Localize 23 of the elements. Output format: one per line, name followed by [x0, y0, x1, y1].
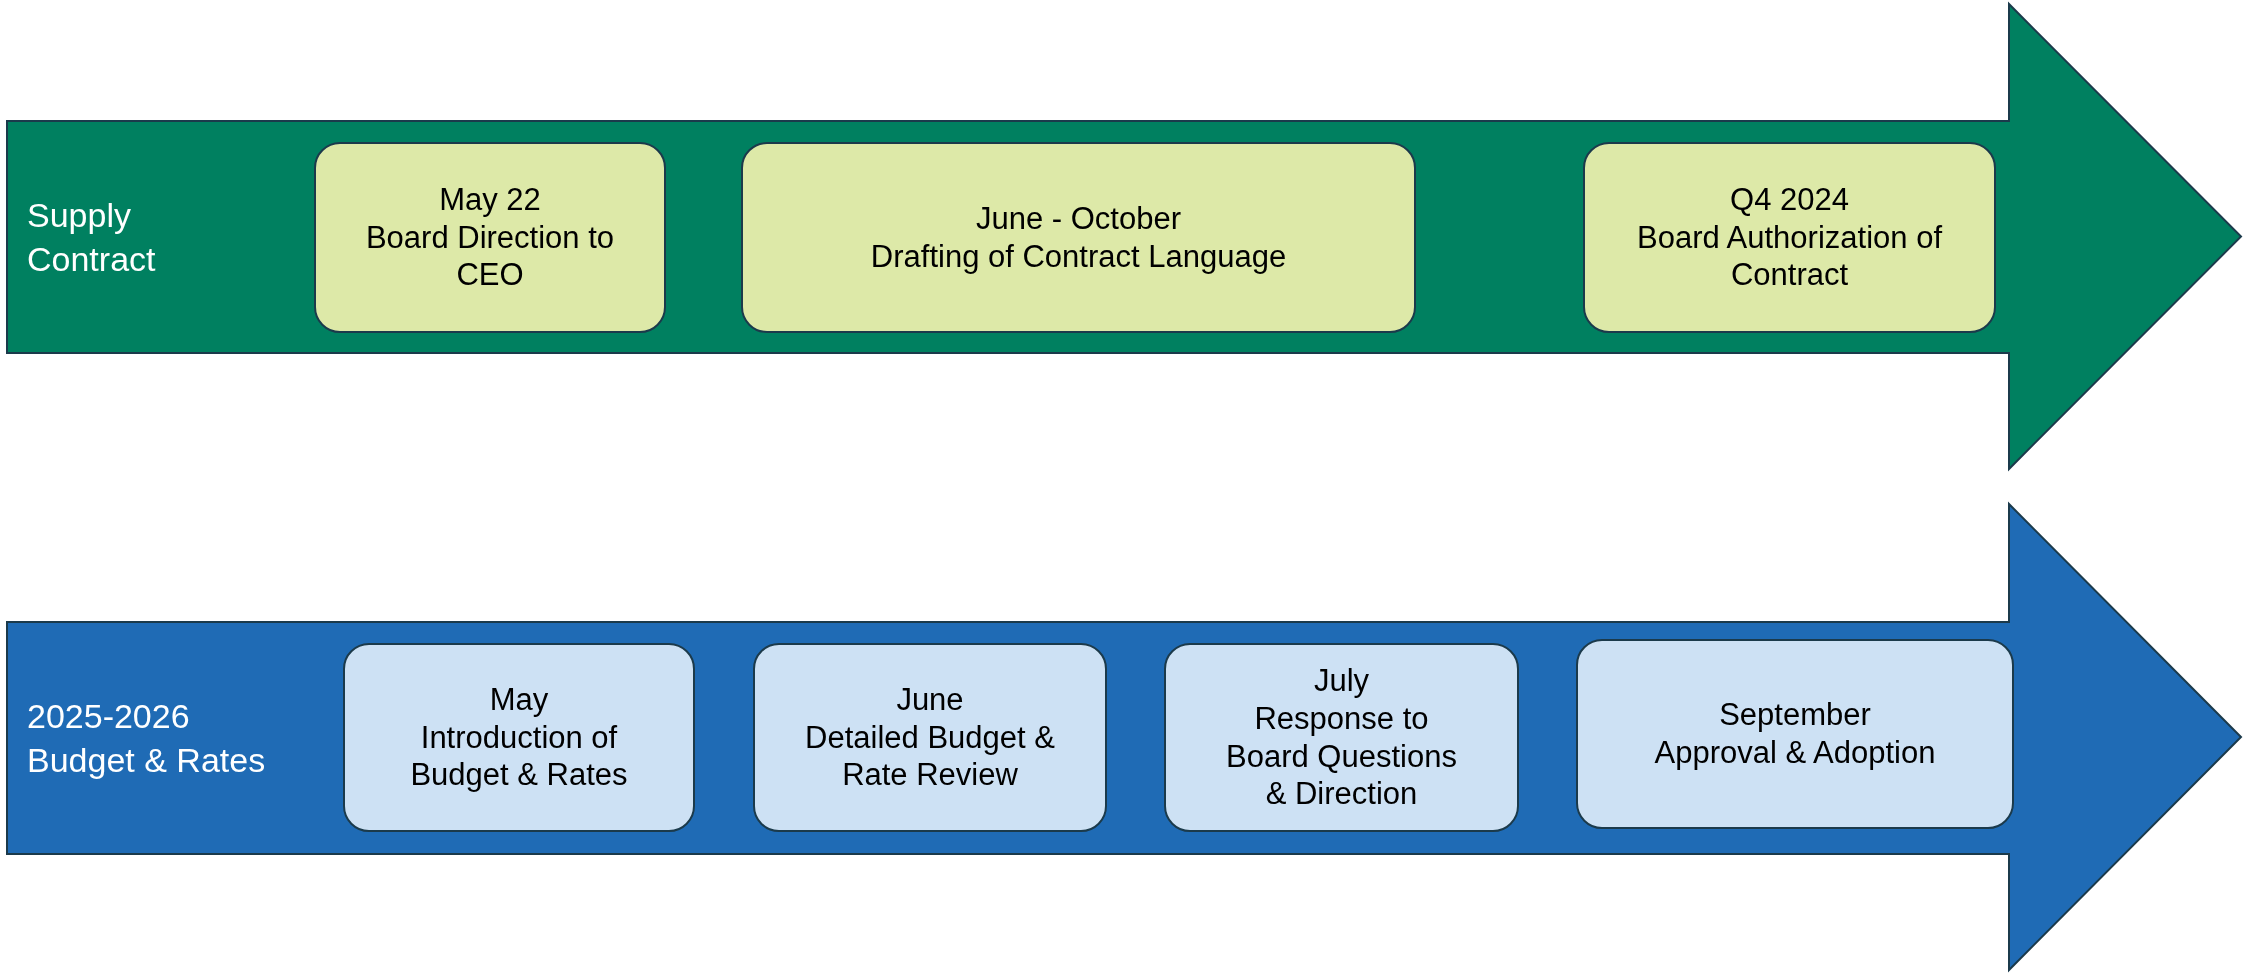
- milestone-text: Approval & Adoption: [1654, 734, 1936, 772]
- milestone-text: Board Direction to CEO: [364, 218, 616, 295]
- milestone-date: May: [489, 680, 549, 719]
- milestone-text: Drafting of Contract Language: [870, 237, 1287, 276]
- milestone-box: [1583, 142, 1996, 333]
- milestone-date: Q4 2024: [1730, 180, 1849, 219]
- milestone-box: [1576, 639, 2014, 829]
- milestone-box: [1164, 643, 1519, 832]
- milestone-text: Response to Board Questions & Direction: [1225, 699, 1458, 814]
- milestone-text: Introduction of Budget & Rates: [409, 718, 629, 795]
- row-label: Supply Contract: [27, 195, 157, 281]
- milestone-date: May 22: [439, 180, 541, 219]
- milestone-date: June: [896, 680, 964, 719]
- milestone-box: [741, 142, 1416, 333]
- milestone-date: July: [1313, 661, 1370, 700]
- milestone-text: Detailed Budget & Rate Review: [805, 718, 1055, 795]
- row-label: 2025-2026 Budget & Rates: [27, 696, 267, 782]
- milestone-date: September: [1719, 696, 1871, 734]
- milestone-text: Board Authorization of Contract: [1635, 218, 1944, 295]
- milestone-box: [753, 643, 1107, 832]
- milestone-box: [314, 142, 666, 333]
- milestone-date: June - October: [975, 199, 1181, 238]
- milestone-box: [343, 643, 695, 832]
